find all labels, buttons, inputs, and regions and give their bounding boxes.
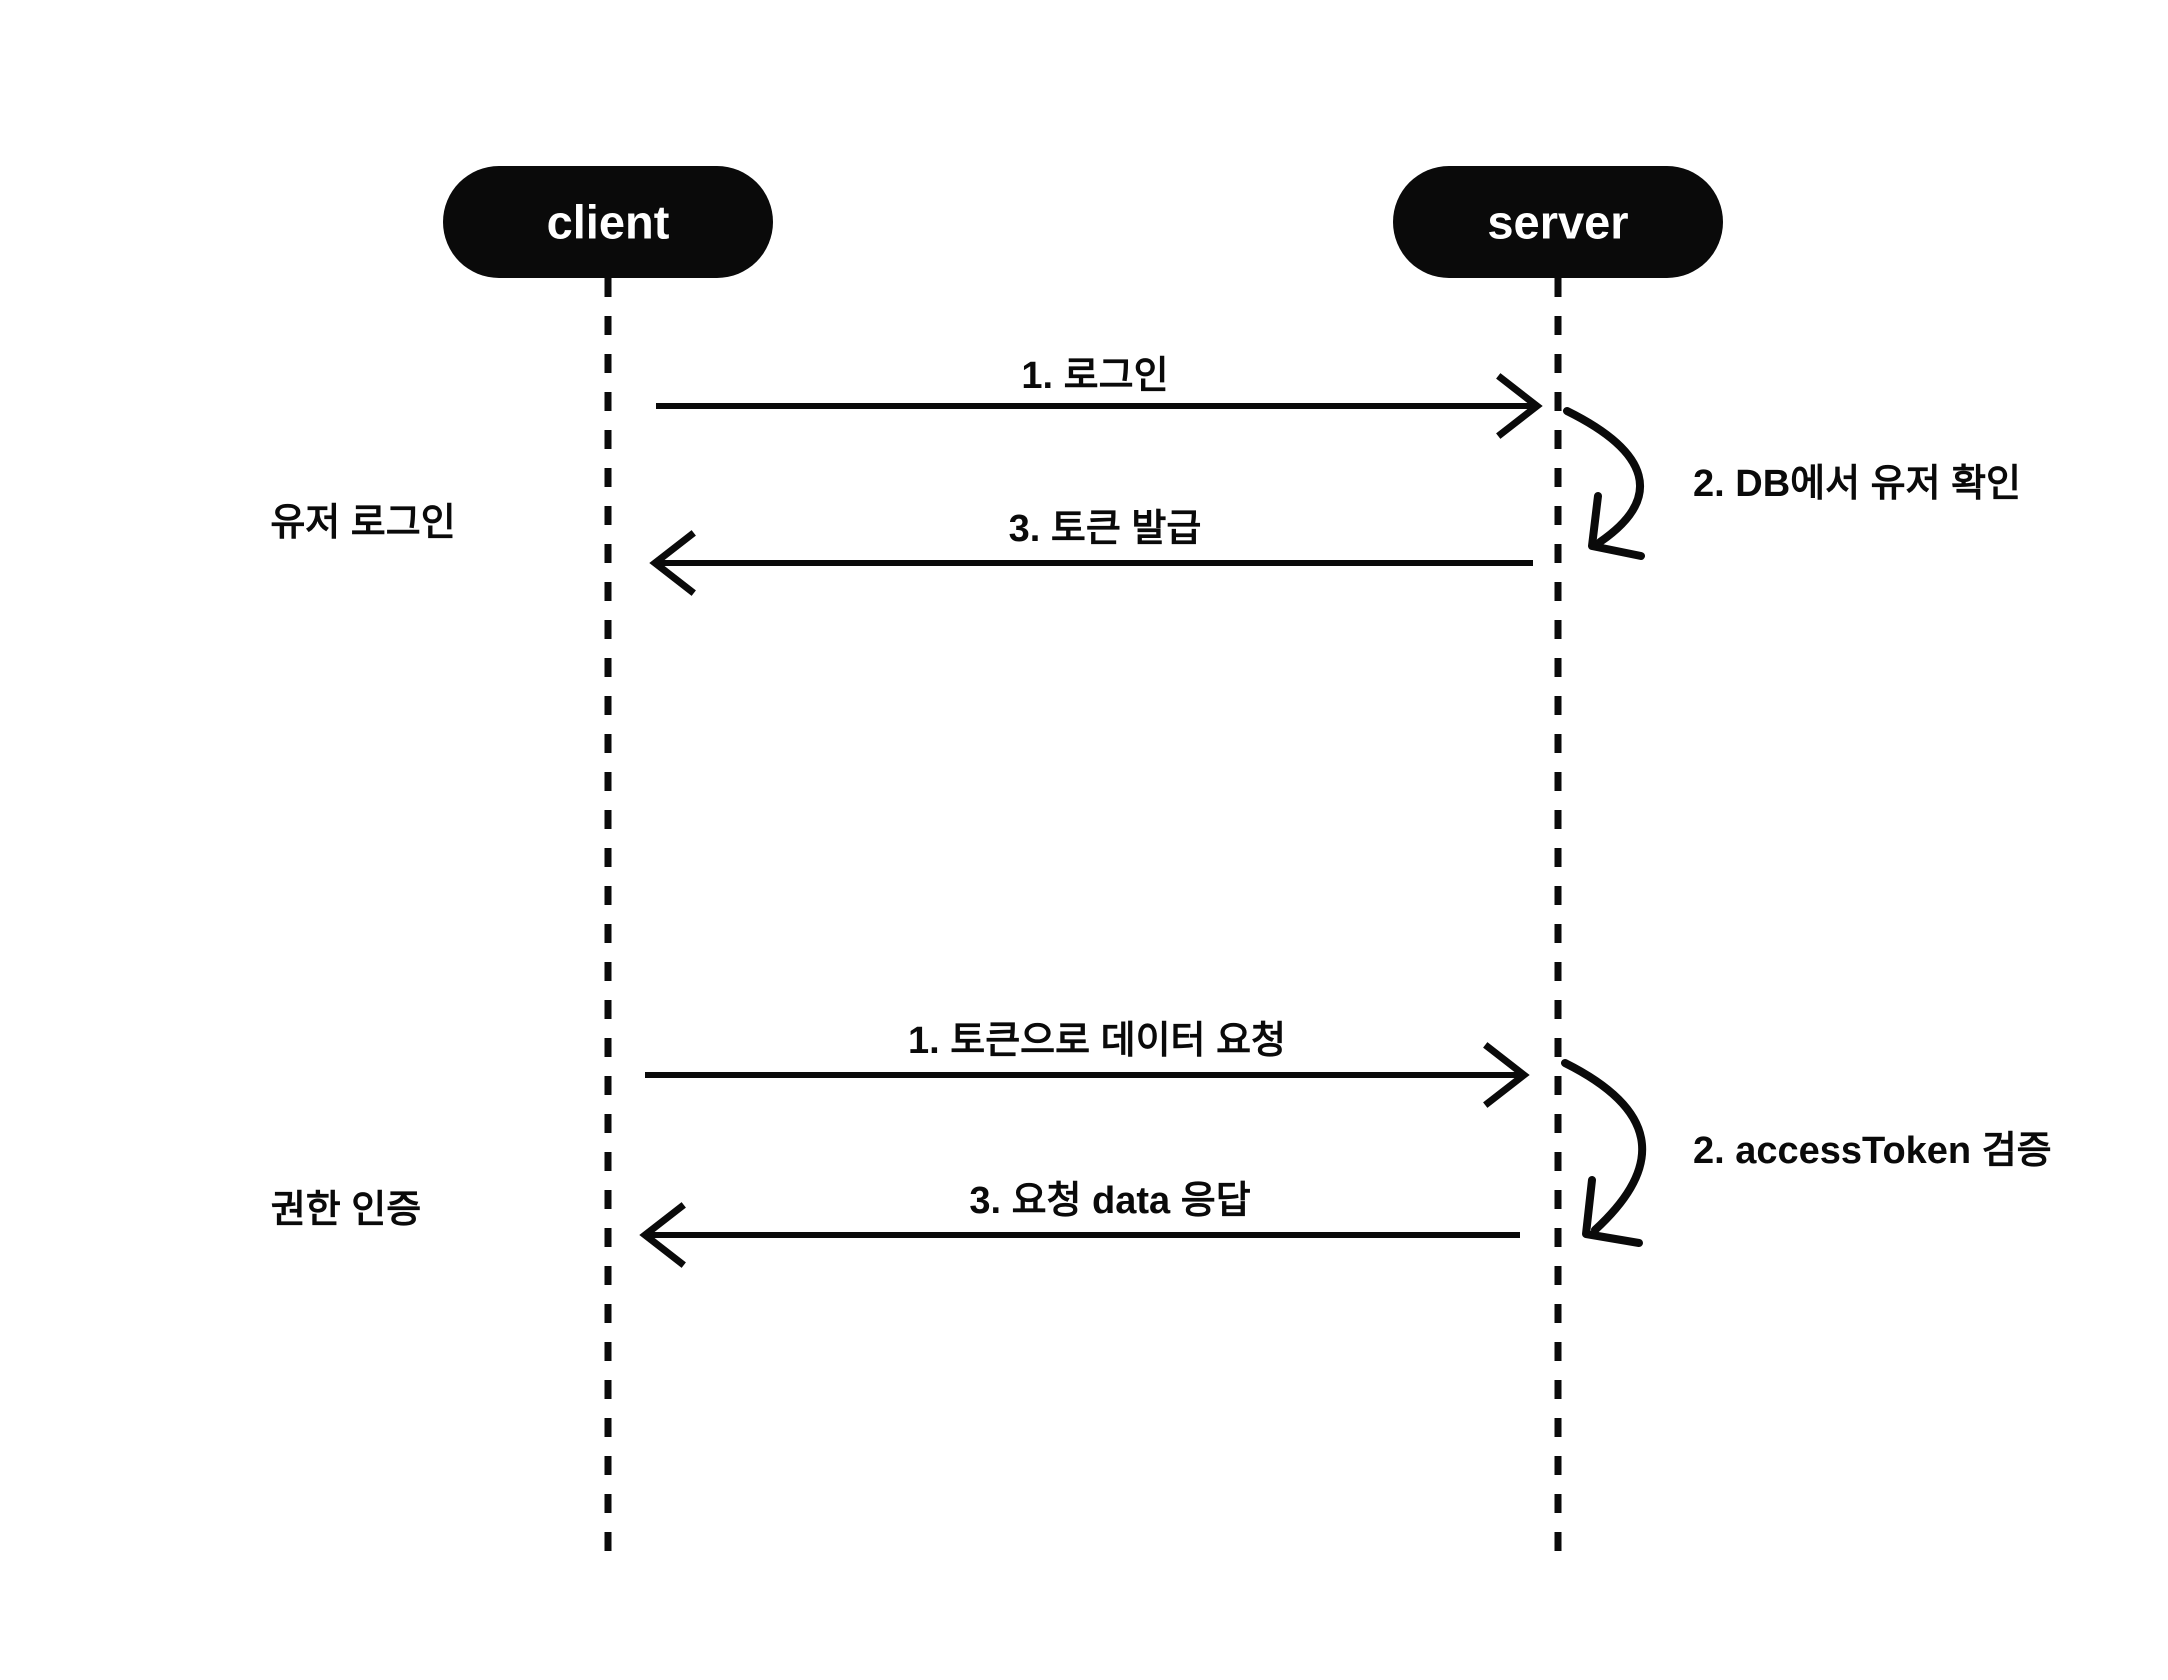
participant-server[interactable]: server bbox=[1393, 166, 1723, 278]
group-label-authz: 권한 인증 bbox=[271, 1189, 421, 1231]
message-4-arrowhead-right bbox=[1483, 1042, 1530, 1108]
group-label-login: 유저 로그인 bbox=[270, 502, 455, 544]
message-1-arrowhead-right bbox=[1496, 373, 1543, 439]
message-2-self-arc bbox=[1563, 407, 1644, 546]
message-2-arrowhead bbox=[1588, 492, 1645, 560]
message-1-label: 1. 로그인 bbox=[1021, 355, 1168, 397]
message-5-token-verify-selfloop: 2. accessToken 검증 bbox=[1561, 1059, 2052, 1247]
message-2-label: 2. DB에서 유저 확인 bbox=[1693, 463, 2021, 505]
participant-client[interactable]: client bbox=[443, 166, 773, 278]
message-6-label: 3. 요청 data 응답 bbox=[969, 1180, 1250, 1222]
message-1-login: 1. 로그인 bbox=[656, 355, 1543, 439]
message-6-arrowhead-left bbox=[639, 1202, 686, 1268]
participant-client-box[interactable] bbox=[443, 166, 773, 278]
message-6-data-response: 3. 요청 data 응답 bbox=[639, 1180, 1520, 1268]
message-3-token-issue: 3. 토큰 발급 bbox=[649, 508, 1533, 596]
participant-client-label: client bbox=[547, 195, 670, 248]
message-5-self-arc bbox=[1561, 1059, 1647, 1234]
message-3-label: 3. 토큰 발급 bbox=[1009, 508, 1202, 550]
message-3-arrowhead-left bbox=[649, 530, 696, 596]
message-5-arrowhead bbox=[1582, 1176, 1643, 1247]
message-2-db-check-selfloop: 2. DB에서 유저 확인 bbox=[1563, 407, 2021, 560]
participant-server-label: server bbox=[1487, 195, 1628, 248]
message-5-label: 2. accessToken 검증 bbox=[1693, 1130, 2052, 1172]
message-4-data-request: 1. 토큰으로 데이터 요청 bbox=[645, 1020, 1530, 1108]
participant-server-box[interactable] bbox=[1393, 166, 1723, 278]
message-4-label: 1. 토큰으로 데이터 요청 bbox=[908, 1020, 1286, 1062]
